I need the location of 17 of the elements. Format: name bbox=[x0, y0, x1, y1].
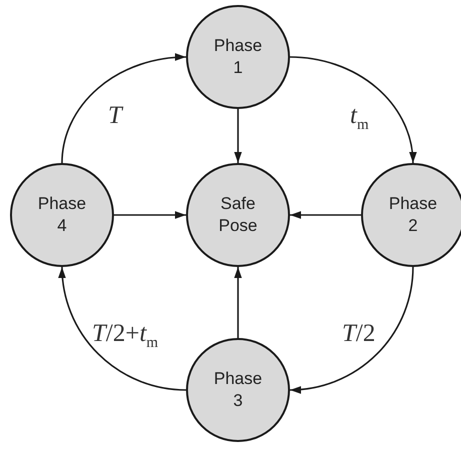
arrow bbox=[58, 266, 186, 391]
edge-label: t$_{m}$ bbox=[350, 102, 369, 134]
edge-label: T bbox=[108, 102, 122, 130]
node-label: Phase 3 bbox=[212, 368, 264, 412]
node-label: Phase 1 bbox=[212, 35, 264, 79]
arrow bbox=[114, 211, 186, 219]
arrow bbox=[290, 56, 416, 164]
node-label: Safe Pose bbox=[218, 193, 258, 237]
arrow bbox=[61, 54, 186, 164]
arrow bbox=[290, 266, 414, 394]
node-label: Phase 2 bbox=[388, 193, 438, 237]
node-label: Phase 4 bbox=[36, 193, 88, 237]
edge-label: T/2 bbox=[342, 320, 376, 348]
arrow bbox=[234, 109, 242, 163]
arrow bbox=[234, 267, 242, 338]
arrow bbox=[290, 211, 361, 219]
edge-label: T/2+t$_{m}$ bbox=[92, 320, 158, 352]
